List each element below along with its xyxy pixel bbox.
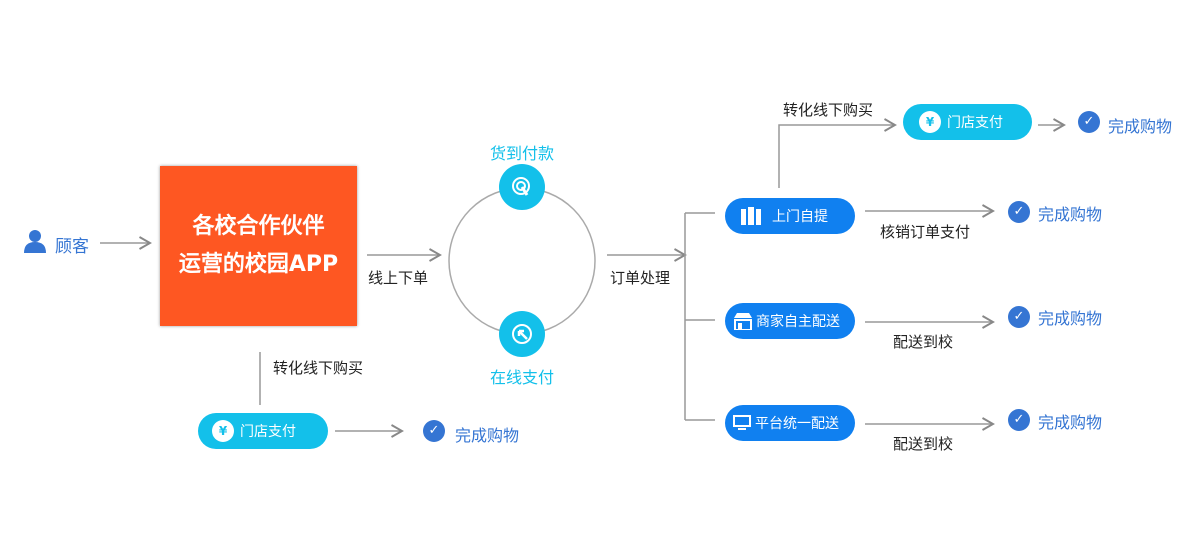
check-icon: ✓ [1078,111,1100,133]
user-icon [24,230,46,253]
yen-icon: ¥ [919,111,941,133]
store-pay-pill-left: ¥ 门店支付 [198,413,328,449]
done-label: 完成购物 [455,426,520,445]
store-pay-label: 门店支付 [947,115,1003,131]
app-title-line2: 运营的校园APP [178,252,339,277]
done-label: 完成购物 [1038,309,1103,328]
merchant-delivery-label: 商家自主配送 [756,314,840,330]
check-icon: ✓ [1008,201,1030,223]
monitor-icon [733,415,751,430]
convert-offline-label-right: 转化线下购买 [783,101,874,119]
platform-delivery-label: 平台统一配送 [755,416,839,432]
convert-offline-label-left: 转化线下购买 [273,359,364,377]
online-pay-label: 在线支付 [490,368,555,387]
cod-label: 货到付款 [490,144,555,163]
cod-node [499,164,545,210]
pickup-label: 上门自提 [772,209,828,225]
merchant-delivery-pill: 商家自主配送 [725,303,855,339]
order-process-label: 订单处理 [610,269,671,287]
app-title-line1: 各校合作伙伴 [192,214,325,239]
cursor-click-icon [512,324,532,344]
done-label: 完成购物 [1038,205,1103,224]
yen-icon: ¥ [212,420,234,442]
customer-label: 顾客 [55,237,89,257]
check-icon: ✓ [1008,306,1030,328]
online-order-label: 线上下单 [368,269,429,287]
platform-delivery-pill: 平台统一配送 [725,405,855,441]
shop-icon [734,313,752,330]
check-icon: ✓ [423,420,445,442]
store-pay-pill-right: ¥ 门店支付 [903,104,1032,140]
deliver-label-2: 配送到校 [893,435,954,453]
deliver-label-1: 配送到校 [893,333,954,351]
luggage-icon [741,207,761,225]
check-icon: ✓ [1008,409,1030,431]
touch-icon [512,177,530,196]
verify-pay-label: 核销订单支付 [880,223,971,241]
pickup-pill: 上门自提 [725,198,855,234]
done-label: 完成购物 [1038,413,1103,432]
store-pay-label: 门店支付 [240,424,296,440]
campus-app-box: 各校合作伙伴 运营的校园APP [160,166,357,326]
online-pay-node [499,311,545,357]
done-label: 完成购物 [1108,117,1173,136]
